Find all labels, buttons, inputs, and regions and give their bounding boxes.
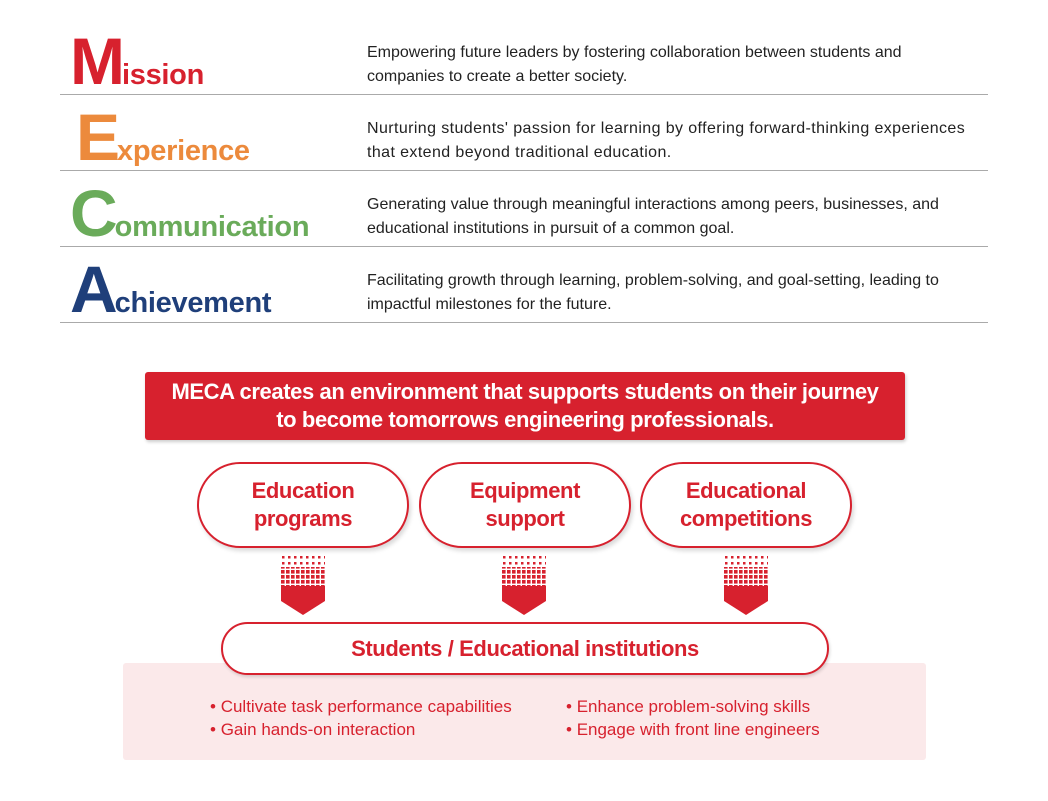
benefit-item: • Cultivate task performance capabilitie… — [210, 697, 512, 716]
value-row-communication: Communication Generating value through m… — [60, 171, 988, 247]
value-title: Mission — [70, 24, 204, 98]
benefit-text: Engage with front line engineers — [576, 720, 820, 739]
pillar-label: Education — [251, 478, 355, 503]
initial-letter: M — [70, 24, 125, 98]
benefit-item: • Engage with front line engineers — [566, 720, 820, 739]
students-institutions-box: Students / Educational institutions — [221, 622, 829, 675]
benefit-item: • Gain hands-on interaction — [210, 720, 416, 739]
value-row-experience: Experience Nurturing students' passion f… — [60, 95, 988, 171]
benefit-item: • Enhance problem-solving skills — [566, 697, 811, 716]
title-rest: xperience — [117, 135, 250, 167]
benefits-panel — [123, 663, 926, 760]
title-rest: chievement — [114, 287, 272, 319]
pillar-education-programs: Education programs — [197, 462, 409, 548]
pillar-label: Equipment — [469, 478, 581, 503]
pillar-educational-competitions: Educational competitions — [640, 462, 852, 548]
value-title: Communication — [70, 176, 310, 250]
value-row-mission: Mission Empowering future leaders by fos… — [60, 19, 988, 95]
down-arrow-icon — [724, 555, 768, 615]
initial-letter: C — [70, 176, 118, 250]
title-rest: ommunication — [114, 211, 310, 243]
banner-line: MECA creates an environment that support… — [171, 379, 879, 404]
mission-banner: MECA creates an environment that support… — [145, 372, 905, 440]
value-description: Nurturing students' passion for learning… — [367, 120, 966, 161]
initial-letter: A — [70, 252, 118, 326]
value-title: Achievement — [70, 252, 272, 326]
value-row-achievement: Achievement Facilitating growth through … — [60, 247, 988, 323]
value-description: Facilitating growth through learning, pr… — [367, 272, 939, 313]
pillar-label: Educational — [685, 478, 807, 503]
value-title: Experience — [76, 100, 250, 174]
pillar-label: support — [485, 506, 565, 531]
down-arrow-icon — [281, 555, 325, 615]
down-arrow-icon — [502, 555, 546, 615]
title-rest: ission — [121, 59, 204, 91]
benefit-text: Gain hands-on interaction — [220, 720, 416, 739]
initial-letter: E — [76, 100, 120, 174]
pillar-equipment-support: Equipment support — [419, 462, 631, 548]
benefit-text: Enhance problem-solving skills — [576, 697, 811, 716]
pillar-label: programs — [253, 506, 353, 531]
value-description: Generating value through meaningful inte… — [367, 196, 939, 237]
pillar-label: competitions — [679, 506, 813, 531]
value-description: Empowering future leaders by fostering c… — [367, 44, 902, 85]
benefit-text: Cultivate task performance capabilities — [220, 697, 512, 716]
banner-line: to become tomorrows engineering professi… — [276, 407, 774, 432]
